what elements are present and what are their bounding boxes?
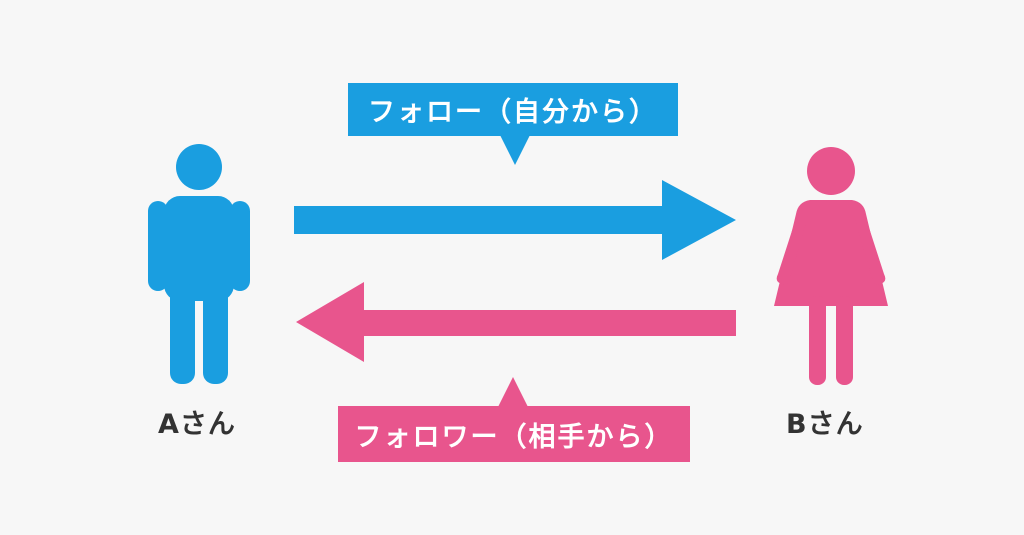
male-person-icon (148, 144, 250, 384)
follow-callout-label: フォロー（自分から） (368, 97, 658, 128)
person-b-label: Bさん (786, 409, 864, 440)
follower-arrow (296, 282, 736, 362)
follow-callout-pointer (500, 135, 530, 165)
person-a-label: Aさん (158, 409, 236, 440)
follow-callout: フォロー（自分から） (348, 83, 678, 136)
follower-callout-label: フォロワー（相手から） (354, 421, 674, 453)
female-person-icon (774, 147, 888, 385)
follower-callout: フォロワー（相手から） (338, 406, 690, 462)
follower-callout-pointer (498, 377, 528, 407)
follow-arrow (294, 180, 736, 260)
